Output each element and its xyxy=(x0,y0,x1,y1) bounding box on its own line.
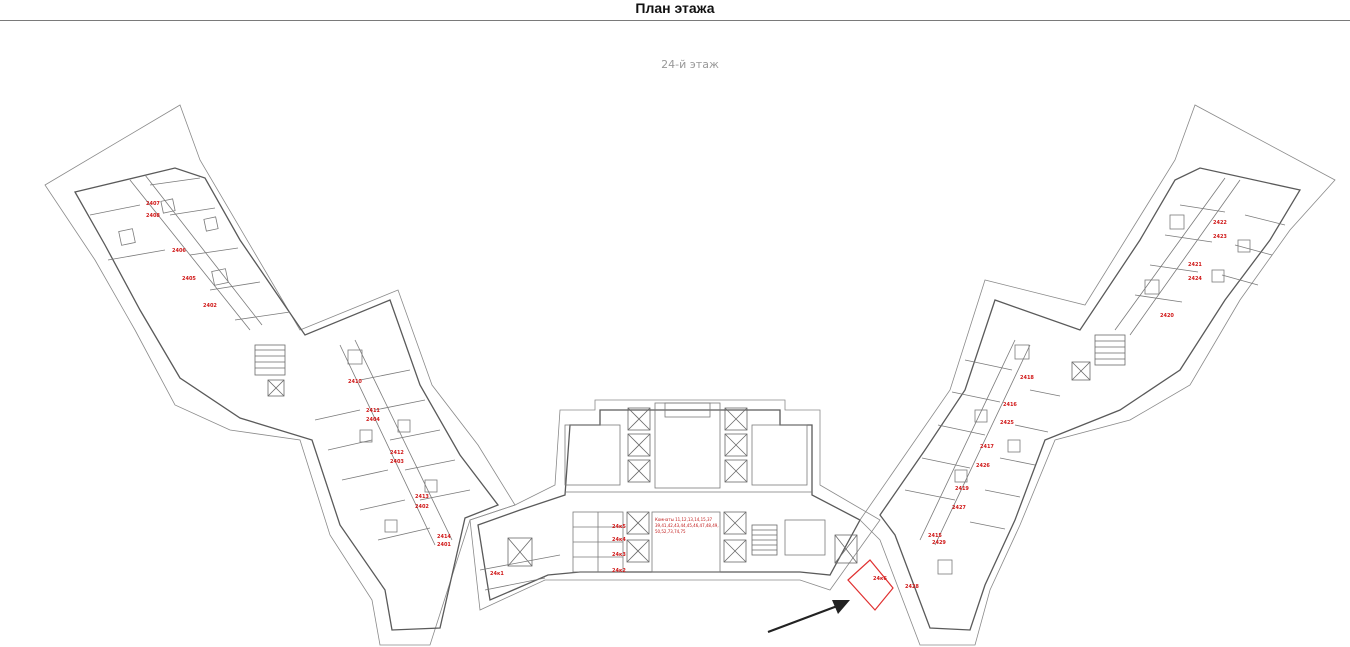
highlight-label: 24к6 xyxy=(873,576,887,582)
unit-label: 2426 xyxy=(976,463,990,469)
right-wing-outer xyxy=(859,104,1336,646)
unit-label: 2415 xyxy=(928,533,942,539)
unit-label: 2416 xyxy=(1003,402,1017,408)
center-block xyxy=(469,399,881,611)
unit-label: 2419 xyxy=(955,486,969,492)
unit-label: 2421 xyxy=(1188,262,1202,268)
unit-label: 2411 xyxy=(366,408,380,414)
unit-label: 2417 xyxy=(980,444,994,450)
right-wing xyxy=(859,104,1336,646)
unit-label: 2414 xyxy=(437,534,451,540)
elevator xyxy=(627,459,651,483)
elevator xyxy=(627,433,651,457)
note-line-3: 50,52,73,74,75 xyxy=(655,529,686,534)
unit-label: 2402 xyxy=(415,504,429,510)
unit-label: 2408 xyxy=(146,213,160,219)
unit-label: 2425 xyxy=(1000,420,1014,426)
unit-label: 24к1 xyxy=(490,571,504,577)
unit-label: 24к4 xyxy=(612,537,626,543)
unit-label: 24к5 xyxy=(612,524,626,530)
elevator xyxy=(724,433,748,457)
center-inner xyxy=(477,409,861,601)
center-unit-labels: 24к5 24к4 24к3 24к2 24к1 Комнаты 11,12,1… xyxy=(490,517,719,577)
note-room xyxy=(651,511,721,573)
unit-label: 2402 xyxy=(203,303,217,309)
unit-label: 2423 xyxy=(1213,234,1227,240)
unit-label: 2410 xyxy=(348,379,362,385)
left-wing xyxy=(44,104,516,646)
unit-label: 24к3 xyxy=(612,552,626,558)
left-wing-inner xyxy=(74,167,500,631)
pointer-arrow xyxy=(767,600,850,634)
unit-label: 2418 xyxy=(1020,375,1034,381)
left-wing-outer xyxy=(44,104,516,646)
floor-label: 24-й этаж xyxy=(661,58,719,71)
highlight-outline xyxy=(847,559,894,611)
unit-label: 2405 xyxy=(182,276,196,282)
unit-label: 2406 xyxy=(172,248,186,254)
elevator-right xyxy=(1071,361,1091,381)
highlighted-unit[interactable]: 24к6 xyxy=(847,559,894,611)
unit-label: 2404 xyxy=(366,417,380,423)
unit-label: 2422 xyxy=(1213,220,1227,226)
right-wing-inner xyxy=(879,167,1302,631)
elevator xyxy=(724,407,748,431)
unit-label: 24к2 xyxy=(612,568,626,574)
unit-label: 2413 xyxy=(415,494,429,500)
stair-right xyxy=(1094,334,1126,366)
header-bar: План этажа xyxy=(0,0,1350,21)
unit-label: 2412 xyxy=(390,450,404,456)
unit-label: 2428 xyxy=(905,584,919,590)
unit-label: 2407 xyxy=(146,201,160,207)
unit-label: 2401 xyxy=(437,542,451,548)
left-unit-labels: 2407 2408 2406 2405 2402 2410 2411 2404 … xyxy=(146,201,451,548)
unit-label: 2420 xyxy=(1160,313,1174,319)
note-line-2: 39,41,42,43,44,45,46,47,48,49, xyxy=(655,523,719,528)
right-unit-labels: 2422 2423 2421 2424 2420 2418 2416 2425 … xyxy=(905,220,1227,590)
elevator xyxy=(724,459,748,483)
unit-label: 2427 xyxy=(952,505,966,511)
elevator-left xyxy=(267,379,285,397)
page-title: План этажа xyxy=(635,0,715,16)
unit-label: 2429 xyxy=(932,540,946,546)
unit-label: 2403 xyxy=(390,459,404,465)
center-outer xyxy=(469,399,881,611)
note-line-1: Комнаты 11,12,13,14,15,37 xyxy=(655,517,712,522)
stair-left xyxy=(254,344,286,376)
unit-label: 2424 xyxy=(1188,276,1202,282)
elevator xyxy=(627,407,651,431)
